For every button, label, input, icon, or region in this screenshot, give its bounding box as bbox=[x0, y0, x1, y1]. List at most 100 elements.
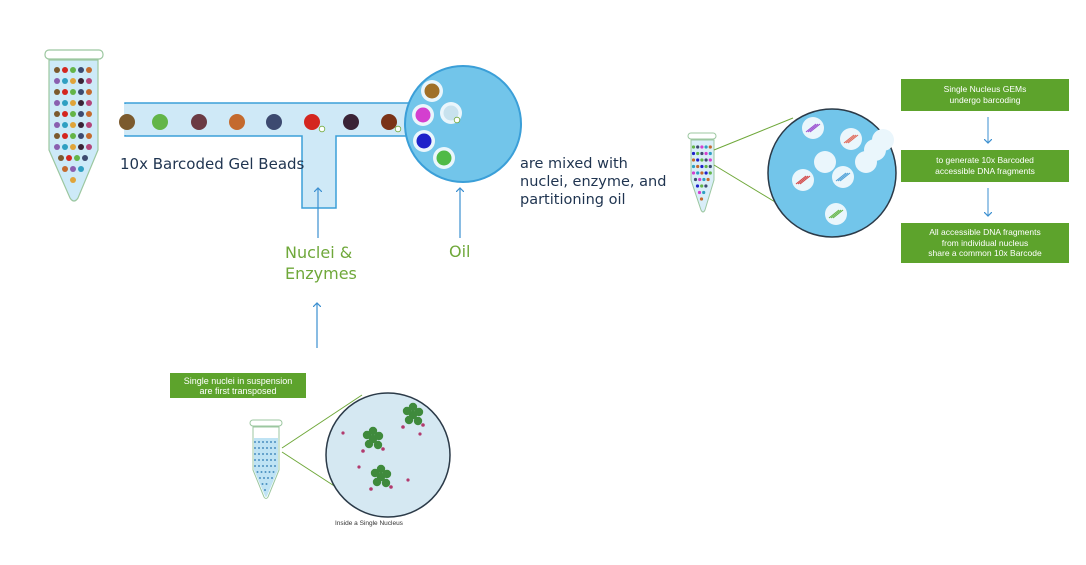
gem-tube-dot bbox=[696, 164, 700, 169]
suspension-dot bbox=[254, 447, 256, 449]
nucleus-dot bbox=[453, 116, 461, 124]
gem-tube-dot bbox=[704, 158, 708, 162]
suspension-dot bbox=[266, 465, 268, 467]
gel-beads-label: 10x Barcoded Gel Beads bbox=[120, 155, 305, 173]
gem-tube-dot bbox=[700, 184, 704, 188]
suspension-dot bbox=[256, 471, 259, 473]
gem-tube-dot bbox=[700, 171, 704, 175]
gem-barcoding-box: Single Nucleus GEMs undergo barcoding bbox=[901, 79, 1069, 111]
gems-line-1: Single Nucleus GEMs bbox=[943, 84, 1027, 94]
suspension-dot bbox=[262, 459, 264, 461]
tube-bead bbox=[70, 166, 76, 172]
tube-bead bbox=[86, 133, 92, 139]
dna-fragment bbox=[839, 172, 851, 182]
droplet-bead bbox=[415, 107, 431, 123]
tube-bead bbox=[62, 111, 68, 117]
single-nucleus-magnified bbox=[325, 392, 451, 518]
transposase bbox=[341, 431, 345, 435]
suspension-dot bbox=[266, 441, 268, 443]
dna-fragment bbox=[832, 209, 844, 219]
suspension-dot bbox=[266, 459, 268, 461]
transposase bbox=[406, 478, 410, 482]
gem-tube-dot bbox=[704, 184, 708, 188]
gem-tube-dot bbox=[691, 171, 696, 175]
chromatin-blob bbox=[376, 464, 386, 474]
suspension-dot bbox=[258, 453, 260, 455]
chromatin-blob bbox=[381, 478, 391, 488]
tube-bead bbox=[62, 89, 68, 95]
tube-bead bbox=[78, 133, 84, 139]
gem-tube-dot bbox=[700, 151, 704, 156]
tube-bead bbox=[62, 67, 68, 73]
suspension-step-box: Single nuclei in suspension are first tr… bbox=[170, 373, 306, 398]
droplet-bead bbox=[436, 150, 452, 166]
tube-bead bbox=[86, 111, 92, 117]
channel-bead bbox=[152, 114, 168, 130]
tube-bead bbox=[54, 144, 60, 150]
chromatin-blob bbox=[362, 430, 372, 440]
gem-tube-dot bbox=[700, 158, 704, 162]
tube-bead bbox=[62, 100, 68, 106]
gem-tube-dot bbox=[699, 197, 704, 201]
gem-tube-dot bbox=[696, 158, 700, 162]
suspension-dot bbox=[266, 453, 268, 455]
gem-tube-dot bbox=[691, 151, 696, 156]
gem-tube-dot bbox=[698, 177, 702, 182]
droplet-bead bbox=[416, 133, 432, 149]
dna-fragment bbox=[843, 134, 855, 144]
tube-bead bbox=[78, 122, 84, 128]
dna-fragment bbox=[828, 209, 840, 219]
tube-bead bbox=[70, 100, 76, 106]
oil-label: Oil bbox=[449, 242, 471, 261]
suspension-dot bbox=[270, 447, 272, 449]
dna-fragment bbox=[797, 175, 809, 185]
suspension-dot bbox=[270, 459, 272, 461]
channel-bead bbox=[266, 114, 282, 130]
chromatin-blob bbox=[372, 477, 382, 487]
dna-fragment bbox=[795, 175, 807, 185]
tube-bead bbox=[54, 133, 60, 139]
channel-bead bbox=[119, 114, 135, 130]
tube-bead bbox=[86, 100, 92, 106]
tube-bead bbox=[54, 89, 60, 95]
tube-bead bbox=[58, 155, 64, 161]
nucleus-dot bbox=[318, 125, 326, 133]
chromatin-blob bbox=[370, 468, 380, 478]
chromatin-blob bbox=[374, 431, 384, 441]
gem-tube-dot bbox=[696, 151, 700, 156]
tube-bead bbox=[70, 67, 76, 73]
tube-bead bbox=[82, 155, 88, 161]
tube-bead bbox=[86, 89, 92, 95]
tube-gel-beads bbox=[54, 67, 92, 183]
suspension-dot bbox=[274, 459, 276, 461]
gem-tube-dot bbox=[693, 177, 698, 182]
channel-bead bbox=[304, 114, 320, 130]
fragments-line-2: accessible DNA fragments bbox=[935, 166, 1035, 176]
gem-tube-dot bbox=[708, 171, 712, 175]
gem-tube bbox=[687, 132, 717, 213]
gem-tube-dot bbox=[700, 164, 704, 169]
partition-droplet bbox=[404, 65, 522, 183]
tube-bead bbox=[86, 78, 92, 84]
common-line-1: All accessible DNA fragments bbox=[929, 227, 1041, 238]
tube-bead bbox=[66, 155, 72, 161]
dna-fragment bbox=[837, 172, 849, 182]
transposase bbox=[421, 423, 425, 427]
tube-bead bbox=[54, 100, 60, 106]
chromatin-blob bbox=[414, 407, 424, 417]
suspension-dot bbox=[260, 471, 263, 473]
transposase bbox=[389, 485, 393, 489]
tube-bead bbox=[78, 100, 84, 106]
tube-bead bbox=[62, 144, 68, 150]
droplet-bead bbox=[443, 105, 459, 121]
channel-bead bbox=[343, 114, 359, 130]
suspension-dot bbox=[258, 465, 260, 467]
chromatin-blob bbox=[404, 415, 414, 425]
tube-bead bbox=[70, 177, 76, 183]
nuclei-suspension-tube bbox=[249, 419, 283, 499]
gem-tube-dot bbox=[704, 151, 708, 156]
dna-fragment bbox=[799, 175, 811, 185]
suspension-dot bbox=[263, 477, 265, 479]
dna-fragment bbox=[845, 134, 857, 144]
